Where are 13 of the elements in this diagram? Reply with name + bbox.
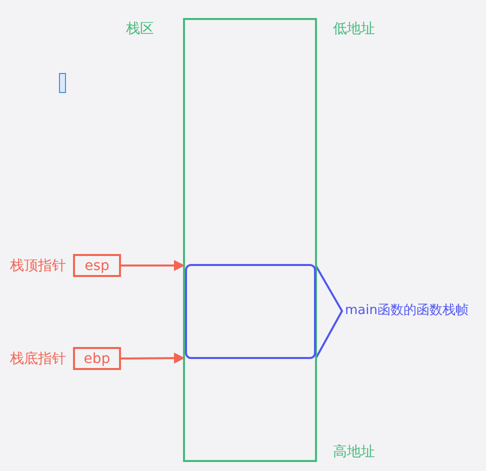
arrow — [121, 352, 185, 364]
address-label: 高地址 — [333, 443, 375, 461]
pointer-label: 栈底指针 — [10, 350, 66, 368]
arrow — [121, 260, 185, 271]
register-name: esp — [84, 256, 110, 274]
address-label: 低地址 — [333, 20, 375, 38]
stack-frame — [185, 264, 316, 359]
register-box — [73, 347, 121, 370]
frame-label: main函数的函数栈帧 — [345, 302, 468, 320]
region-title: 栈区 — [126, 20, 154, 38]
register-name: ebp — [84, 350, 110, 368]
register-box — [73, 254, 121, 277]
pointer-label: 栈顶指针 — [10, 257, 66, 275]
